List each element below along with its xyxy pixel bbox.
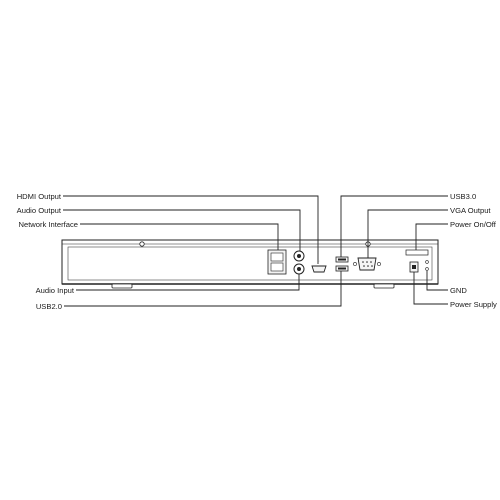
label-gnd: GND (450, 286, 467, 295)
hdmi-port: ◦ (311, 259, 327, 273)
left-foot (111, 283, 133, 289)
label-audio-input: Audio Input (36, 286, 75, 295)
label-usb2: USB2.0 (36, 302, 62, 311)
audio-output-jack (293, 250, 305, 262)
power-block (405, 249, 429, 273)
label-network-interface: Network Interface (18, 220, 78, 229)
leader-lines (63, 195, 448, 307)
network-port (267, 249, 287, 275)
label-usb3: USB3.0 (450, 192, 476, 201)
label-hdmi-output: HDMI Output (17, 192, 62, 201)
label-power-onoff: Power On/Off (450, 220, 497, 229)
label-audio-output: Audio Output (17, 206, 62, 215)
audio-input-jack (293, 263, 305, 275)
svg-text:◦: ◦ (318, 259, 319, 263)
vga-port (353, 257, 381, 271)
usb-ports (335, 256, 349, 272)
screw-left (139, 241, 145, 247)
label-vga-output: VGA Output (450, 206, 491, 215)
label-power-supply: Power Supply (450, 300, 497, 309)
nvr-chassis (61, 239, 439, 289)
right-foot (373, 283, 395, 289)
